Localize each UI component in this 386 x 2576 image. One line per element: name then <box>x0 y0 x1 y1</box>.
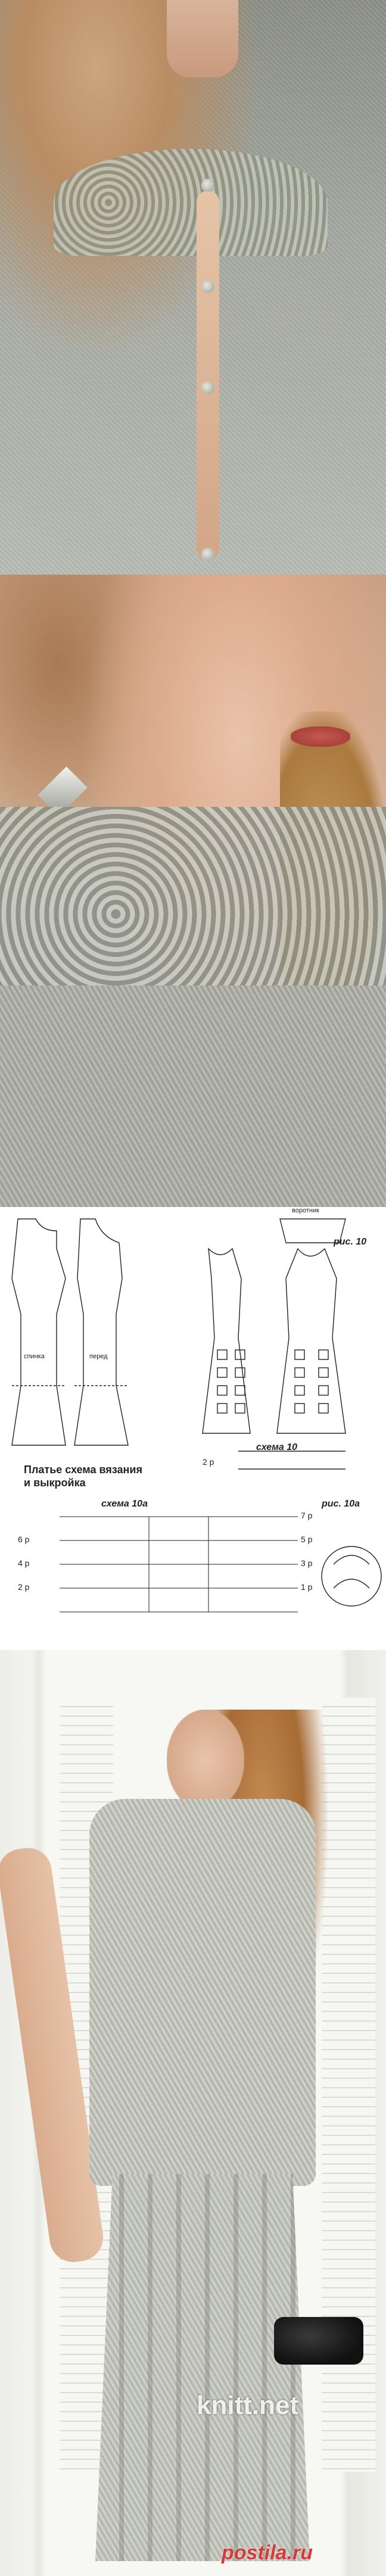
schema-title-line1: Платье схема вязания <box>24 1464 142 1476</box>
motif-10a <box>321 1546 382 1607</box>
front-label: перед <box>89 1353 108 1360</box>
watermark-knitt: knitt.net <box>197 2391 299 2420</box>
row-label: 4 р <box>18 1558 30 1568</box>
collar-closeup-photo <box>0 575 386 1207</box>
scheme10-lines <box>238 1451 345 1470</box>
fig10a-label: рис. 10а <box>322 1499 360 1509</box>
row-label: 5 р <box>301 1535 313 1544</box>
face <box>167 1710 244 1811</box>
neck-skin <box>167 0 238 77</box>
dress-back-outline <box>202 1248 251 1434</box>
scheme10a-label: схема 10а <box>101 1499 148 1509</box>
dress-back-photo <box>0 0 386 575</box>
schema-title: Платье схема вязания и выкройка <box>24 1463 179 1489</box>
lips <box>291 726 350 747</box>
flower-yoke <box>54 149 328 256</box>
back-pattern-piece <box>11 1218 66 1446</box>
keyhole-opening <box>197 191 219 560</box>
front-pattern-piece <box>74 1218 129 1446</box>
scheme10-label: схема 10 <box>256 1442 298 1452</box>
collar-label: воротник <box>292 1207 319 1214</box>
row-label: 6 р <box>18 1535 30 1544</box>
row-label: 7 р <box>301 1511 313 1520</box>
flower-yoke <box>0 807 386 986</box>
row-label: 2 р <box>18 1582 30 1592</box>
skirt-squares <box>217 1349 329 1414</box>
clutch-bag <box>274 2317 363 2365</box>
dress-bodice <box>89 1799 316 2186</box>
pattern-drawing <box>11 1218 382 1613</box>
mesh-knit <box>0 986 386 1207</box>
row-label: 2 р <box>203 1457 214 1467</box>
row-label: 1 р <box>301 1582 313 1592</box>
fig10-label: рис. 10 <box>334 1237 367 1247</box>
dress-front-outline <box>276 1248 346 1434</box>
full-dress-photo <box>0 1650 386 2576</box>
schema-title-line2: и выкройка <box>24 1477 86 1489</box>
button-icon <box>201 548 214 561</box>
button-icon <box>201 280 214 293</box>
pattern-schema-panel: Платье схема вязания и выкройка рис. 10 … <box>0 1207 386 1650</box>
collar-piece <box>279 1218 346 1243</box>
watermark-postila: postila.ru <box>222 2541 313 2564</box>
scheme10a-grid <box>60 1516 298 1613</box>
button-icon <box>201 381 214 394</box>
dress-skirt <box>95 2174 310 2561</box>
button-icon <box>201 179 214 192</box>
back-label: спинка <box>24 1353 45 1360</box>
row-label: 3 р <box>301 1558 313 1568</box>
